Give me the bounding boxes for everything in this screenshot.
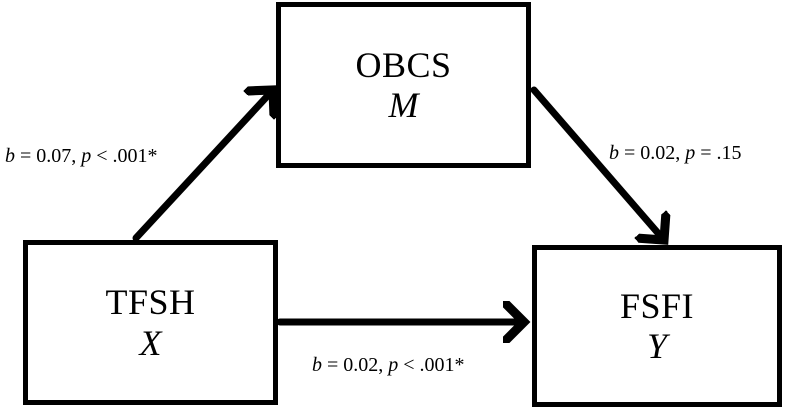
path-a-b-symbol: b: [5, 145, 15, 167]
path-c-p-text: < .001*: [398, 354, 465, 376]
path-c-b-text: = 0.02,: [322, 354, 389, 376]
path-b-p-symbol: p: [685, 142, 696, 164]
path-a-label: b = 0.07, p < .001*: [5, 146, 158, 166]
path-b-b-text: = 0.02,: [619, 142, 686, 164]
predictor-role: X: [139, 322, 162, 363]
path-c-p-symbol: p: [388, 354, 399, 376]
path-b-b-symbol: b: [609, 142, 619, 164]
outcome-box: FSFI Y: [532, 245, 782, 407]
path-a-b-text: = 0.07,: [15, 145, 82, 167]
path-c-label: b = 0.02, p < .001*: [312, 355, 465, 375]
predictor-box: TFSH X: [23, 240, 278, 405]
path-a-p-symbol: p: [81, 145, 92, 167]
predictor-name: TFSH: [105, 282, 196, 323]
mediator-name: OBCS: [355, 44, 452, 85]
path-c-b-symbol: b: [312, 354, 322, 376]
path-b-p-text: = .15: [695, 142, 742, 164]
outcome-role: Y: [646, 326, 668, 366]
path-a-p-text: < .001*: [91, 145, 158, 167]
arrow-x-to-m: [132, 90, 273, 242]
path-b-label: b = 0.02, p = .15: [609, 143, 742, 163]
arrow-m-to-y: [530, 86, 664, 240]
mediator-role: M: [388, 85, 419, 125]
mediator-box: OBCS M: [276, 2, 531, 168]
outcome-name: FSFI: [619, 285, 695, 326]
